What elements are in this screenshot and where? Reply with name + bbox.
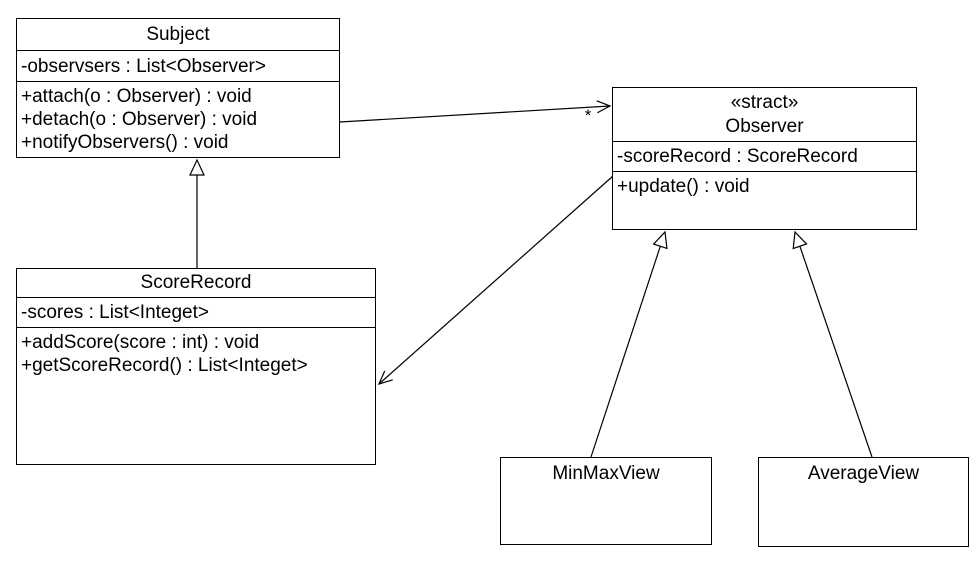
attributes-compartment: -scoreRecord : ScoreRecord: [613, 141, 916, 171]
class-box-scorerecord: ScoreRecord -scores : List<Integet> +add…: [16, 268, 376, 465]
class-stereotype: «stract»: [730, 91, 799, 113]
class-name: AverageView: [807, 463, 920, 484]
attribute: -scoreRecord : ScoreRecord: [617, 146, 858, 167]
class-name: ScoreRecord: [140, 272, 252, 293]
class-name-compartment: Subject: [17, 19, 339, 50]
generalization-minmaxview-to-observer: [590, 230, 668, 458]
method: +attach(o : Observer) : void: [21, 86, 252, 107]
class-box-subject: Subject -observsers : List<Observer> +at…: [16, 18, 340, 158]
class-name: Observer: [725, 115, 804, 137]
class-box-minmaxview: MinMaxView: [500, 457, 712, 545]
multiplicity-label: *: [585, 106, 592, 125]
methods-compartment: +attach(o : Observer) : void +detach(o :…: [17, 81, 339, 157]
attributes-compartment: -scores : List<Integet>: [17, 297, 375, 327]
method: +addScore(score : int) : void: [21, 332, 260, 353]
attribute: -scores : List<Integet>: [21, 302, 209, 323]
attribute: -observsers : List<Observer>: [21, 55, 266, 77]
attributes-compartment: -observsers : List<Observer>: [17, 50, 339, 81]
class-box-observer: «stract» Observer -scoreRecord : ScoreRe…: [612, 87, 917, 230]
method: +getScoreRecord() : List<Integet>: [21, 355, 308, 376]
class-name-compartment: ScoreRecord: [17, 269, 375, 297]
methods-compartment: +update() : void: [613, 171, 916, 229]
association-observer-to-scorerecord: [377, 175, 614, 385]
methods-compartment: +addScore(score : int) : void +getScoreR…: [17, 327, 375, 464]
association-subject-to-observer: *: [339, 100, 612, 125]
class-name-compartment: AverageView: [759, 458, 968, 546]
class-name-compartment: «stract» Observer: [613, 88, 916, 141]
class-box-averageview: AverageView: [758, 457, 969, 547]
method: +notifyObservers() : void: [21, 132, 229, 153]
method: +detach(o : Observer) : void: [21, 109, 258, 130]
method: +update() : void: [617, 176, 750, 197]
class-name-compartment: MinMaxView: [501, 458, 711, 544]
class-name: Subject: [146, 23, 210, 45]
generalization-averageview-to-observer: [792, 230, 873, 458]
class-name: MinMaxView: [552, 463, 660, 484]
